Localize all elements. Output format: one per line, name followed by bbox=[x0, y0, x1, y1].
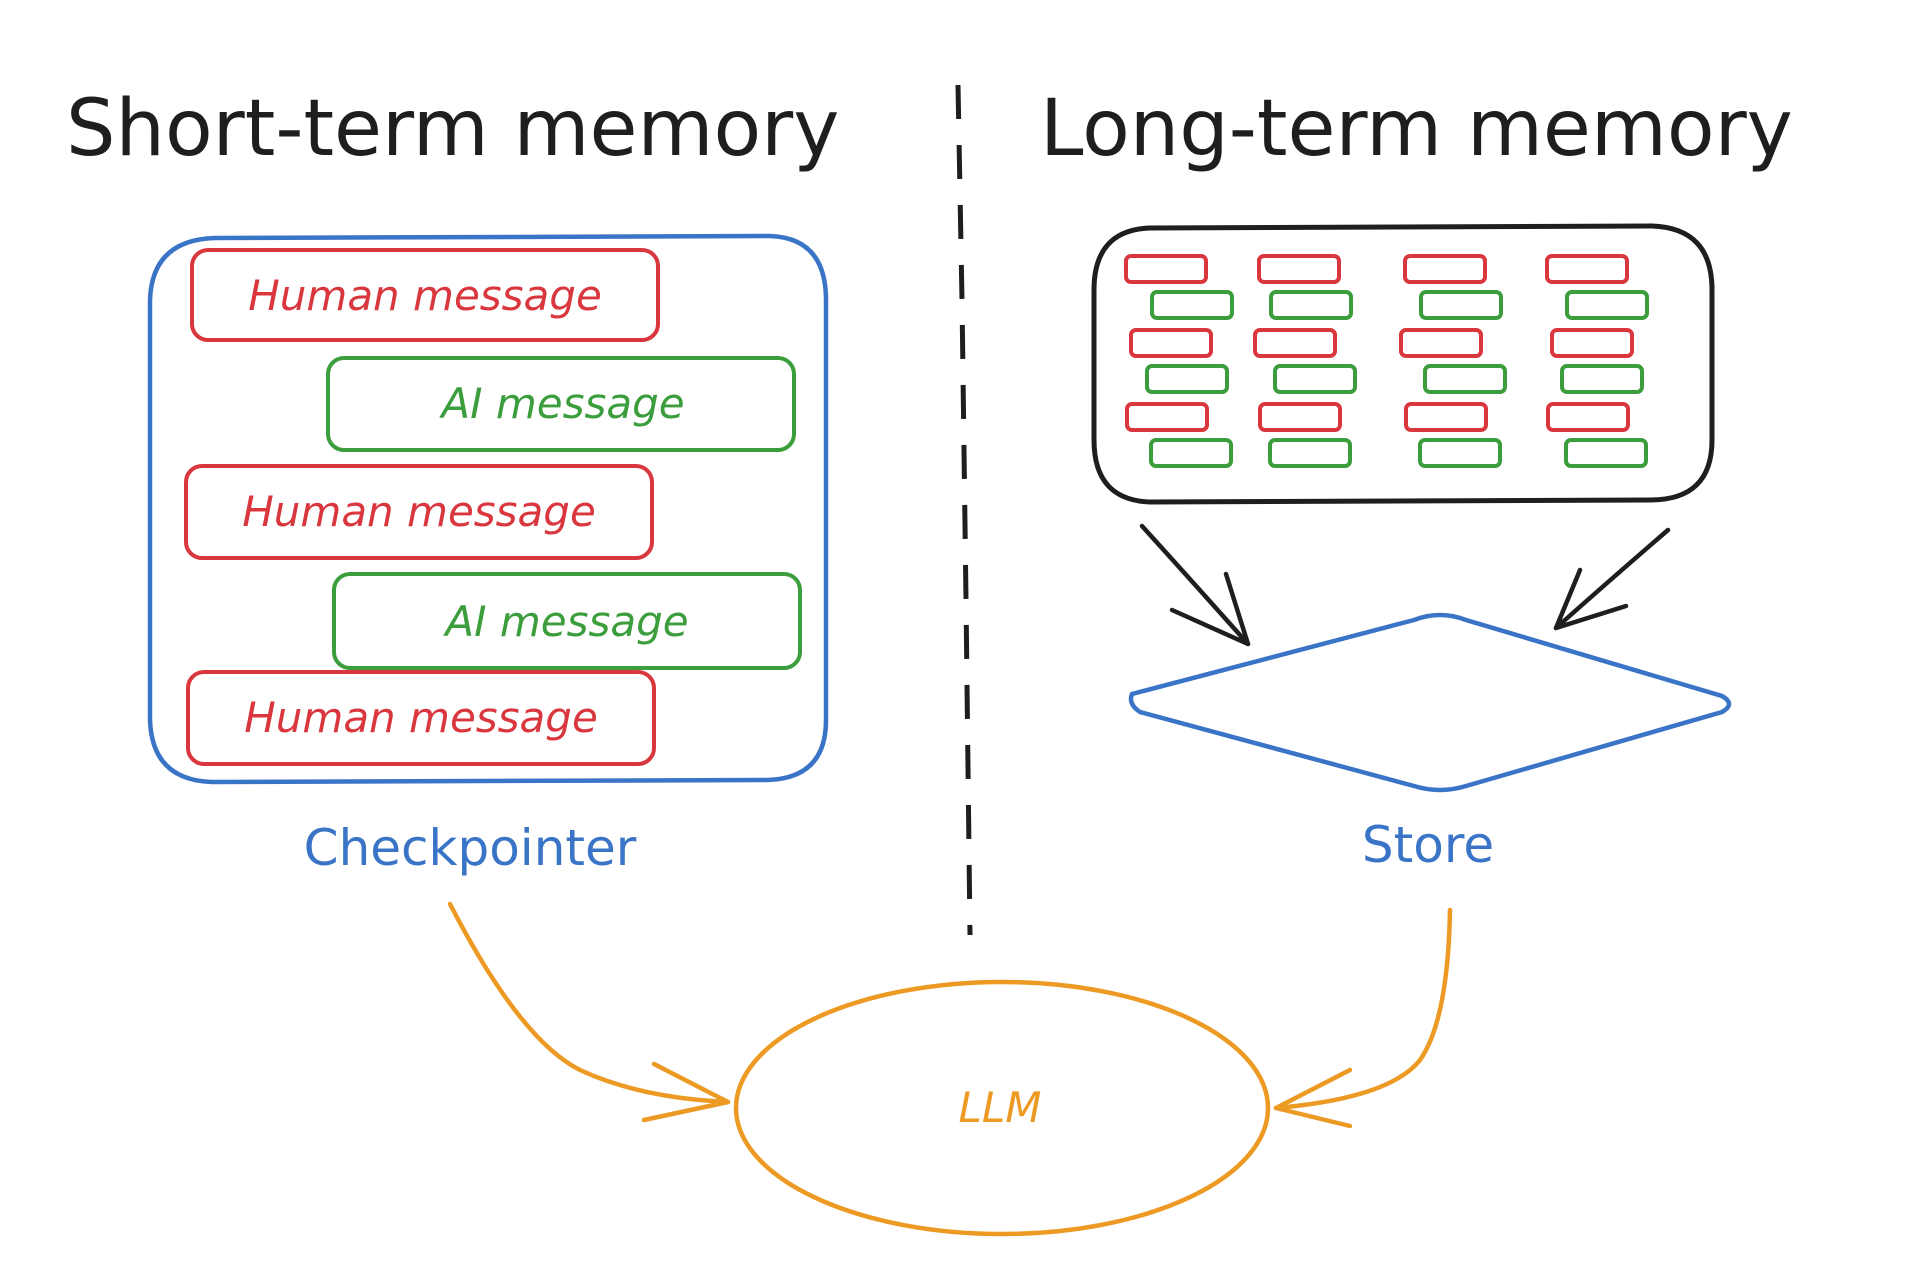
memory-store-box bbox=[1091, 223, 1715, 505]
message-list: Human message AI message Human message A… bbox=[184, 248, 802, 766]
heading-long-term: Long-term memory bbox=[1040, 84, 1793, 174]
memory-ai-chip bbox=[1145, 364, 1229, 394]
memory-ai-chip bbox=[1149, 438, 1233, 468]
heading-short-term: Short-term memory bbox=[66, 84, 839, 174]
message-ai-2: AI message bbox=[332, 572, 802, 670]
memory-human-chip bbox=[1545, 254, 1629, 284]
memory-human-chip bbox=[1399, 328, 1483, 358]
checkpointer-label: Checkpointer bbox=[304, 819, 637, 877]
store-node bbox=[1128, 612, 1732, 793]
memory-human-chip bbox=[1546, 402, 1630, 432]
arrow-memories-to-store-right bbox=[1553, 527, 1671, 631]
memory-ai-chip bbox=[1150, 290, 1234, 320]
section-divider bbox=[955, 84, 973, 936]
memory-ai-chip bbox=[1560, 364, 1644, 394]
arrow-memories-to-store-left bbox=[1139, 523, 1251, 647]
memory-ai-chip bbox=[1268, 438, 1352, 468]
memory-ai-chip bbox=[1423, 364, 1507, 394]
memory-grid bbox=[1124, 254, 1649, 468]
memory-ai-chip bbox=[1565, 290, 1649, 320]
message-human-2: Human message bbox=[184, 464, 654, 560]
memory-human-chip bbox=[1129, 328, 1213, 358]
memory-human-chip bbox=[1258, 402, 1342, 432]
memory-human-chip bbox=[1124, 254, 1208, 284]
memory-human-chip bbox=[1125, 402, 1209, 432]
memory-ai-chip bbox=[1273, 364, 1357, 394]
arrow-checkpointer-to-llm bbox=[447, 901, 731, 1123]
memory-ai-chip bbox=[1419, 290, 1503, 320]
message-human-3: Human message bbox=[186, 670, 656, 766]
message-label: Human message bbox=[244, 693, 598, 742]
llm-node bbox=[733, 979, 1271, 1237]
memory-human-chip bbox=[1253, 328, 1337, 358]
arrow-store-to-llm bbox=[1273, 907, 1453, 1129]
memory-human-chip bbox=[1550, 328, 1634, 358]
memory-ai-chip bbox=[1564, 438, 1648, 468]
checkpointer-container bbox=[147, 233, 829, 785]
message-human-1: Human message bbox=[190, 248, 660, 342]
memory-ai-chip bbox=[1269, 290, 1353, 320]
store-label: Store bbox=[1362, 816, 1494, 874]
message-label: AI message bbox=[438, 379, 684, 428]
message-label: Human message bbox=[242, 487, 596, 536]
message-label: AI message bbox=[442, 597, 688, 646]
llm-label: LLM bbox=[958, 1083, 1041, 1132]
memory-ai-chip bbox=[1418, 438, 1502, 468]
memory-human-chip bbox=[1404, 402, 1488, 432]
memory-human-chip bbox=[1403, 254, 1487, 284]
memory-human-chip bbox=[1257, 254, 1341, 284]
message-label: Human message bbox=[248, 271, 602, 320]
message-ai-1: AI message bbox=[326, 356, 796, 452]
